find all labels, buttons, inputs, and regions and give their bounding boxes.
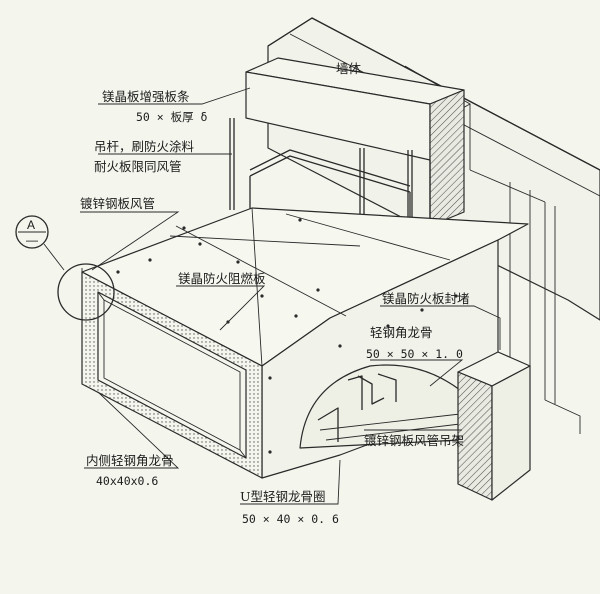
label-hanger-frame: 镀锌钢板风管吊架 (364, 433, 465, 448)
label-wall: 墙体 (336, 61, 362, 76)
label-galv-duct: 镀锌钢板风管 (80, 196, 156, 211)
label-stiffener: 镁晶板增强板条 (102, 89, 190, 104)
label-light-angle-dim: 50 × 50 × 1. 0 (366, 347, 463, 361)
label-inner-angle: 内侧轻钢角龙骨 (86, 453, 174, 468)
leader-lines (80, 87, 501, 505)
detail-marker-sheet: — (26, 233, 38, 247)
label-stiffener-dim: 50 × 板厚 δ (136, 110, 208, 124)
label-seal-board: 镁晶防火板封堵 (382, 291, 470, 306)
label-u-channel: U型轻钢龙骨圈 (240, 489, 326, 504)
label-fire-board: 镁晶防火阻燃板 (178, 271, 266, 286)
detail-circle (15, 215, 115, 321)
label-u-channel-dim: 50 × 40 × 0. 6 (242, 512, 339, 526)
duct-screws (116, 218, 458, 454)
top-beam (245, 57, 465, 227)
duct-section-cutaway (299, 364, 461, 449)
right-wall-column (457, 351, 531, 501)
label-fire-duct: 耐火板限同风管 (94, 159, 182, 174)
label-light-angle: 轻钢角龙骨 (370, 325, 433, 340)
detail-marker-letter: A (27, 218, 36, 232)
label-hanger-rod: 吊杆，刷防火涂料 (94, 139, 195, 154)
label-inner-angle-dim: 40x40x0.6 (96, 474, 159, 488)
